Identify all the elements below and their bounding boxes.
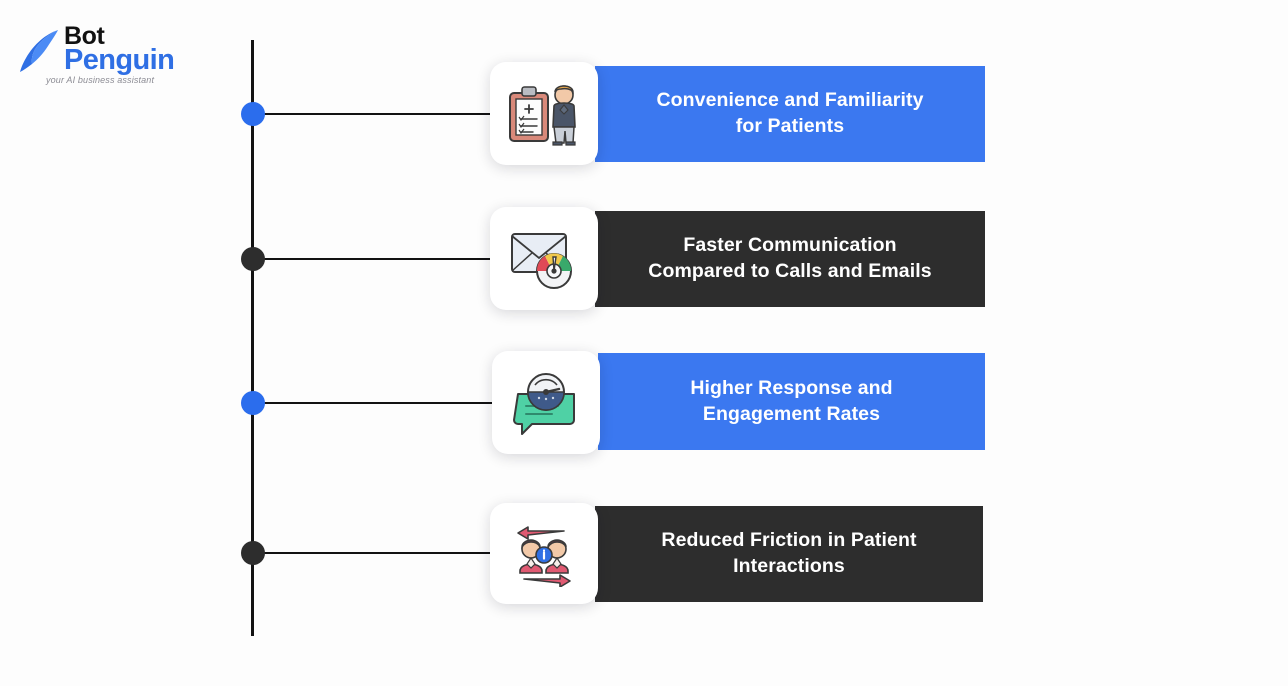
timeline-connector-2 xyxy=(258,258,492,260)
brand-logo: Bot Penguin your AI business assistant xyxy=(18,24,218,88)
timeline-dot-4[interactable] xyxy=(241,541,265,565)
penguin-logo-icon xyxy=(18,28,62,74)
brand-word-bot: Bot xyxy=(64,22,105,50)
timeline-dot-1[interactable] xyxy=(241,102,265,126)
timeline-connector-3 xyxy=(258,402,492,404)
timeline-card-4-title: Reduced Friction in Patient Interactions xyxy=(661,529,917,577)
timeline-card-3-title: Higher Response and Engagement Rates xyxy=(690,376,893,425)
timeline-card-2-title: Faster Communication Compared to Calls a… xyxy=(648,234,932,282)
timeline-icon-box-3 xyxy=(492,351,600,454)
vertical-timeline-axis xyxy=(251,40,254,636)
timeline-connector-4 xyxy=(258,552,492,554)
timeline-icon-box-4 xyxy=(490,503,598,604)
brand-wordmark: Bot Penguin xyxy=(64,22,175,76)
clipboard-patient-icon xyxy=(506,81,582,147)
timeline-icon-box-1 xyxy=(490,62,598,165)
timeline-dot-2[interactable] xyxy=(241,247,265,271)
brand-tagline: your AI business assistant xyxy=(46,75,155,85)
two-people-exchange-icon xyxy=(508,521,580,587)
timeline-card-1[interactable]: Convenience and Familiarity for Patients xyxy=(595,66,985,162)
timeline-card-1-title: Convenience and Familiarity for Patients xyxy=(656,89,924,137)
envelope-speedometer-icon xyxy=(506,226,582,292)
timeline-card-3[interactable]: Higher Response and Engagement Rates xyxy=(598,353,985,450)
timeline-card-2[interactable]: Faster Communication Compared to Calls a… xyxy=(595,211,985,307)
timeline-icon-box-2 xyxy=(490,207,598,310)
chat-bubble-gauge-icon xyxy=(510,370,582,436)
brand-word-penguin: Penguin xyxy=(64,44,175,76)
timeline-card-4[interactable]: Reduced Friction in Patient Interactions xyxy=(595,506,983,602)
timeline-connector-1 xyxy=(258,113,492,115)
timeline-dot-3[interactable] xyxy=(241,391,265,415)
